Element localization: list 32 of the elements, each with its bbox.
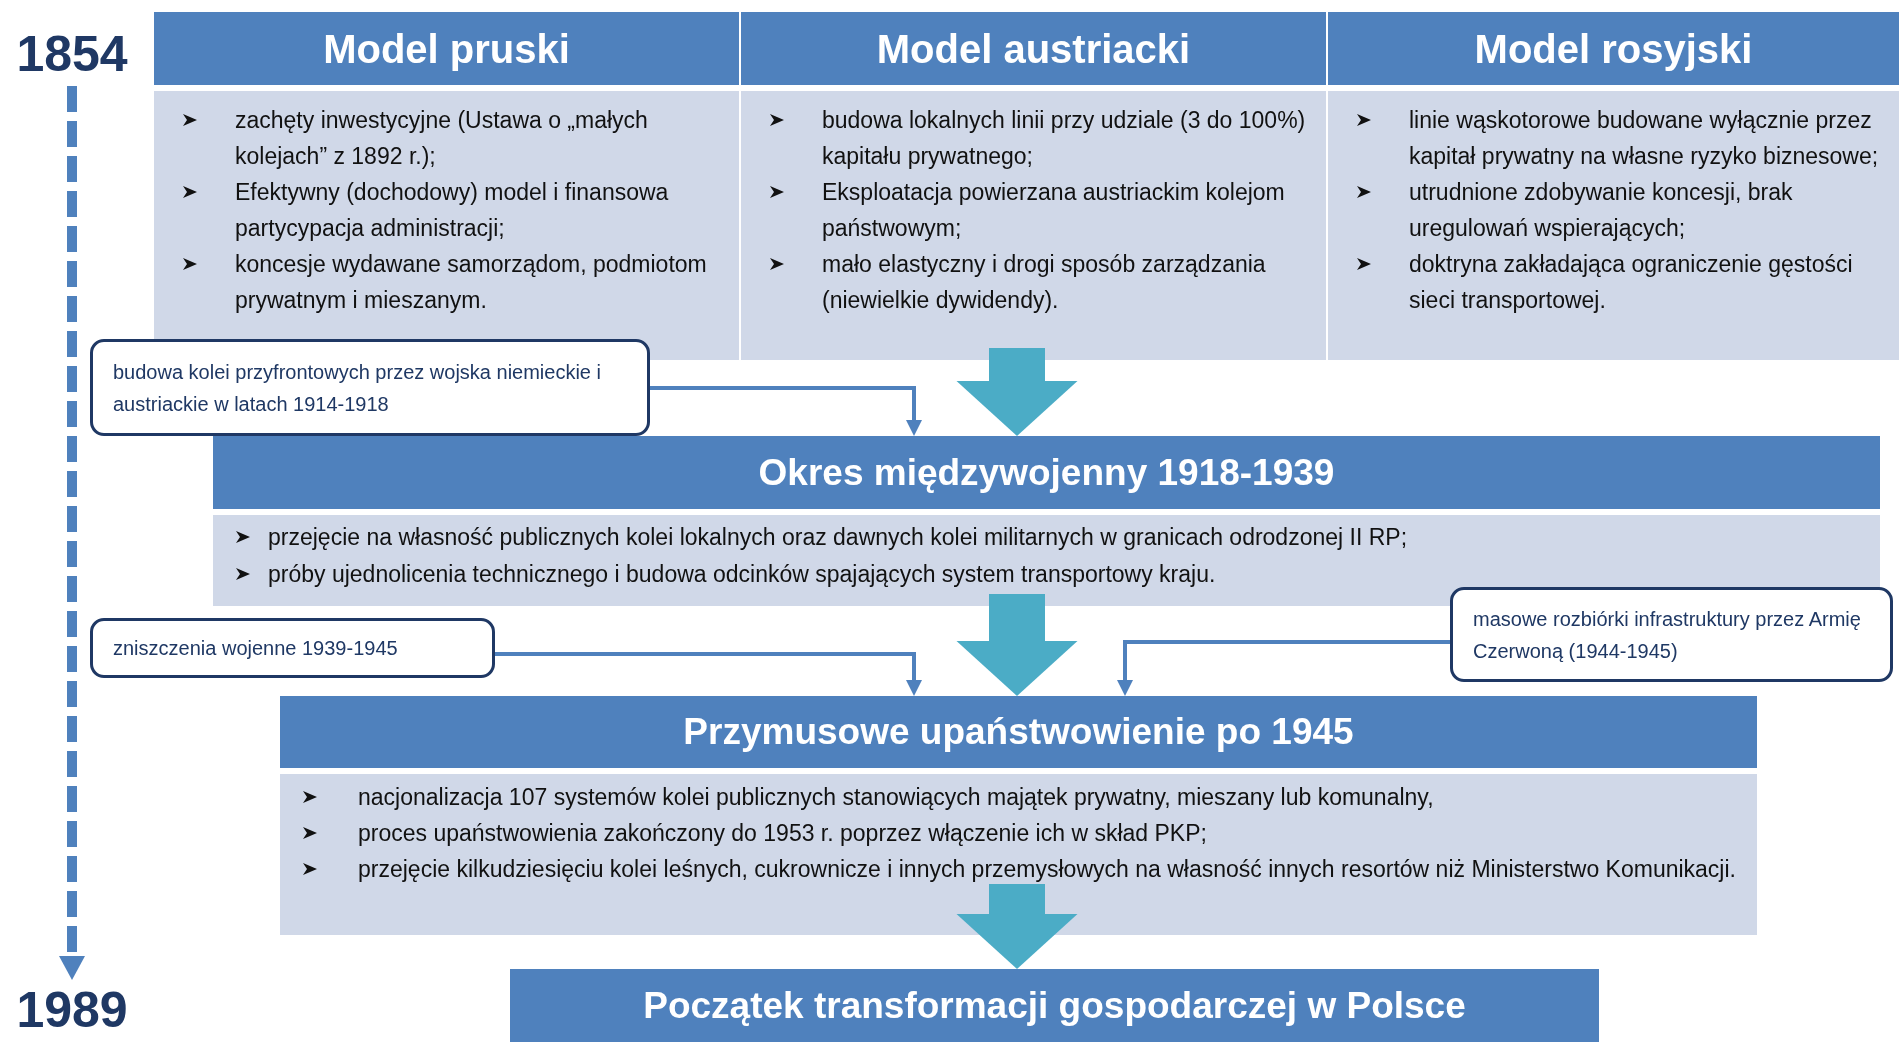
arrow bbox=[495, 652, 922, 696]
arrow bbox=[650, 386, 922, 436]
callout-box: zniszczenia wojenne 1939-1945 bbox=[90, 618, 495, 678]
bullet-text: zachęty inwestycyjne (Ustawa o „małych kolejach” z 1892 r.); bbox=[235, 106, 649, 171]
callout-box: budowa kolei przyfrontowych przez wojska niemieckie i austriackie w latach 1914-1918 bbox=[90, 339, 650, 436]
section-header: Model rosyjski bbox=[1328, 12, 1899, 85]
section-header: Początek transformacji gospodarczej w Polsce bbox=[510, 969, 1599, 1042]
bullet-text: Eksploatacja powierzana austriackim kolejom państwowym; bbox=[822, 178, 1286, 243]
timeline-arrow bbox=[59, 86, 85, 980]
block-arrow bbox=[956, 594, 1078, 696]
year-label: 1989 bbox=[10, 980, 134, 1040]
bullet-text: proces upaństwowienia zakończony do 1953 r. poprzez włączenie ich w skład PKP; bbox=[358, 819, 1207, 848]
bullet-text: utrudnione zdobywanie koncesji, brak uregulowań wspierających; bbox=[1409, 178, 1794, 243]
bullet-text: próby ujednolicenia technicznego i budowa odcinków spajających system transportowy kraju. bbox=[268, 560, 1216, 589]
section-header: Przymusowe upaństwowienie po 1945 bbox=[280, 696, 1757, 768]
bullet-text: mało elastyczny i drogi sposób zarządzania (niewielkie dywidendy). bbox=[822, 250, 1267, 315]
bullet-text: przejęcie kilkudziesięciu kolei leśnych, cukrownicze i innych przemysłowych na własność innych resortów niż Ministerstwo Komunikacji. bbox=[358, 855, 1736, 884]
block-arrow bbox=[956, 884, 1078, 969]
arrow bbox=[1117, 640, 1450, 696]
bullet-text: linie wąskotorowe budowane wyłącznie przez kapitał prywatny na własne ryzyko biznesowe; bbox=[1409, 106, 1880, 171]
bullet-text: nacjonalizacja 107 systemów kolei publicznych stanowiących majątek prywatny, mieszany lub komunalny, bbox=[358, 783, 1434, 812]
bullet-text: budowa lokalnych linii przy udziale (3 do 100%) kapitału prywatnego; bbox=[822, 106, 1307, 171]
year-label: 1854 bbox=[10, 22, 134, 86]
section-header: Model pruski bbox=[154, 12, 739, 85]
bullet-text: koncesje wydawane samorządom, podmiotom prywatnym i mieszanym. bbox=[235, 250, 708, 315]
section-header: Okres międzywojenny 1918-1939 bbox=[213, 436, 1880, 509]
bullet-text: Efektywny (dochodowy) model i finansowa partycypacja administracji; bbox=[235, 178, 670, 243]
bullet-text: przejęcie na własność publicznych kolei lokalnych oraz dawnych kolei militarnych w granicach odrodzonej II RP; bbox=[268, 523, 1408, 552]
section-header: Model austriacki bbox=[741, 12, 1326, 85]
callout-box: masowe rozbiórki infrastruktury przez Armię Czerwoną (1944-1945) bbox=[1450, 587, 1893, 682]
bullet-text: doktryna zakładająca ograniczenie gęstości sieci transportowej. bbox=[1409, 250, 1854, 315]
block-arrow bbox=[956, 348, 1078, 436]
